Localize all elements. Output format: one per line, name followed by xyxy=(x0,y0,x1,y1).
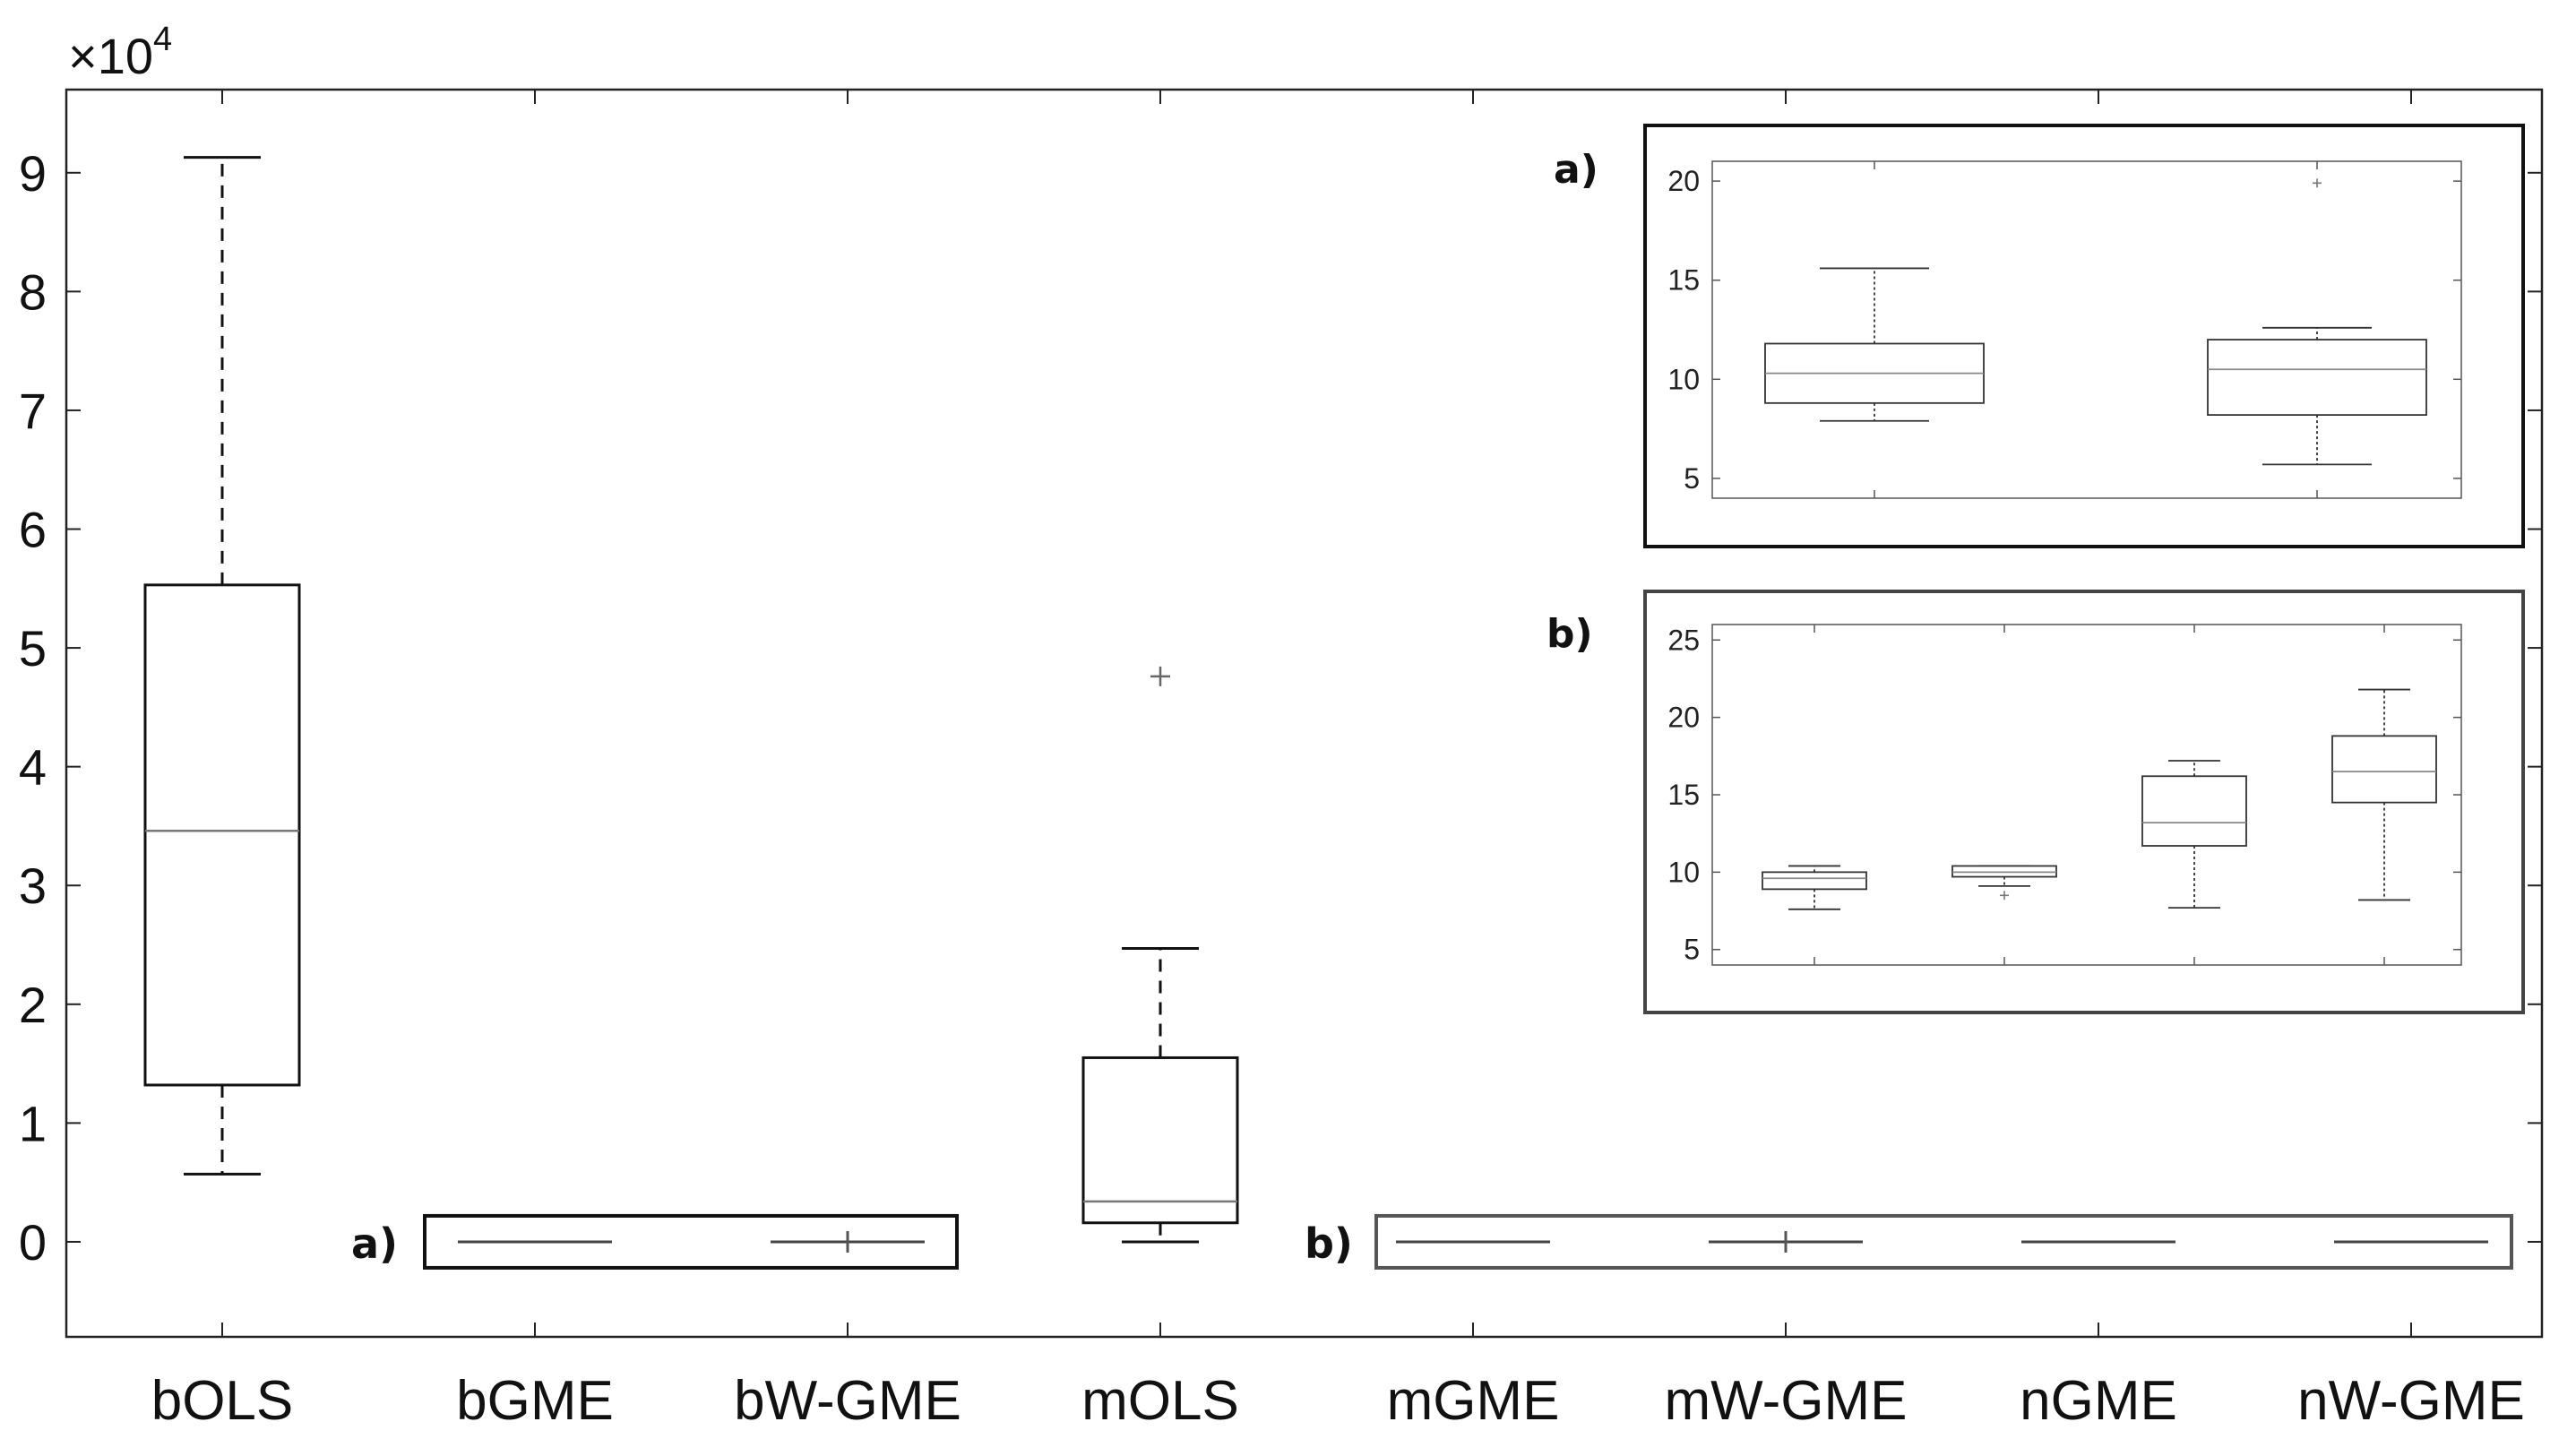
inset-label: a) xyxy=(1554,147,1598,193)
inset-y-tick-label: 20 xyxy=(1667,702,1700,734)
plot-frame xyxy=(65,88,2544,1339)
box-bW-GME xyxy=(2207,178,2427,466)
inset-a: a) 5 10 15 20 xyxy=(1554,124,2525,548)
x-tick-label: mOLS xyxy=(1081,1370,1239,1432)
highlight-box xyxy=(1374,1213,2513,1270)
inset-y-tick-label: 15 xyxy=(1667,264,1700,297)
box-iqr xyxy=(143,583,301,1087)
inset-y-tick-label: 20 xyxy=(1667,165,1700,197)
highlight-box xyxy=(423,1213,959,1270)
outlier-marker xyxy=(1150,666,1170,686)
y-tick-label: 0 xyxy=(19,1214,47,1271)
box-iqr xyxy=(1762,871,1867,891)
box-nW-GME xyxy=(2331,688,2437,901)
inset-axes xyxy=(1711,160,2462,499)
inset-b: b) 5 10 15 20 25 xyxy=(1546,590,2525,1014)
y-tick-label: 7 xyxy=(19,383,47,439)
x-tick-label: bOLS xyxy=(151,1370,294,1432)
y-tick-label: 3 xyxy=(19,857,47,914)
x-tick-label: nGME xyxy=(2020,1370,2177,1432)
box-bOLS xyxy=(143,156,301,1176)
x-tick-label: nW-GME xyxy=(2297,1370,2525,1432)
y-tick-label: 1 xyxy=(19,1095,47,1151)
y-tick-label: 8 xyxy=(19,263,47,320)
main-plot: 0 1 2 3 4 5 6 7 8 9 bOLS bGME bW-GME mOLS mGME mW-GME nG… xyxy=(19,88,2544,1432)
inset-frame xyxy=(1643,124,2525,548)
inset-y-tick-label: 25 xyxy=(1667,624,1700,656)
y-tick-label: 9 xyxy=(19,145,47,202)
box-iqr xyxy=(2141,775,2247,847)
box-iqr xyxy=(2331,735,2437,804)
box-bGME xyxy=(1764,267,1985,422)
y-scale-factor: ×104 xyxy=(68,21,172,84)
highlight-label: b) xyxy=(1305,1219,1353,1268)
x-tick-label: bGME xyxy=(456,1370,614,1432)
inset-y-tick-label: 5 xyxy=(1684,462,1700,495)
box-iqr xyxy=(2207,339,2427,417)
y-tick-label: 4 xyxy=(19,739,47,796)
y-scale-exponent: 4 xyxy=(153,21,172,58)
x-tick-label: bW-GME xyxy=(734,1370,961,1432)
insets: a) 5 10 15 20 b) 5 10 15 20 25 xyxy=(1546,124,2525,1014)
y-tick-label: 2 xyxy=(19,977,47,1033)
inset-y-tick-label: 5 xyxy=(1684,934,1700,966)
highlight-label: a) xyxy=(351,1219,398,1268)
outlier-marker xyxy=(2000,891,2009,900)
inset-y-tick-label: 15 xyxy=(1667,779,1700,811)
box-mW-GME xyxy=(1951,865,2057,900)
outlier-marker xyxy=(2313,178,2322,188)
inset-y-tick-label: 10 xyxy=(1667,363,1700,395)
inset-y-tick-label: 10 xyxy=(1667,856,1700,888)
box-mGME xyxy=(1762,865,1867,910)
box-iqr xyxy=(1081,1056,1239,1225)
inset-label: b) xyxy=(1546,611,1593,657)
x-tick-label: mW-GME xyxy=(1665,1370,1908,1432)
box-nGME xyxy=(2141,760,2247,909)
y-tick-label: 5 xyxy=(19,620,47,676)
box-mOLS xyxy=(1081,666,1239,1244)
y-tick-label: 6 xyxy=(19,502,47,558)
x-tick-label: mGME xyxy=(1387,1370,1560,1432)
